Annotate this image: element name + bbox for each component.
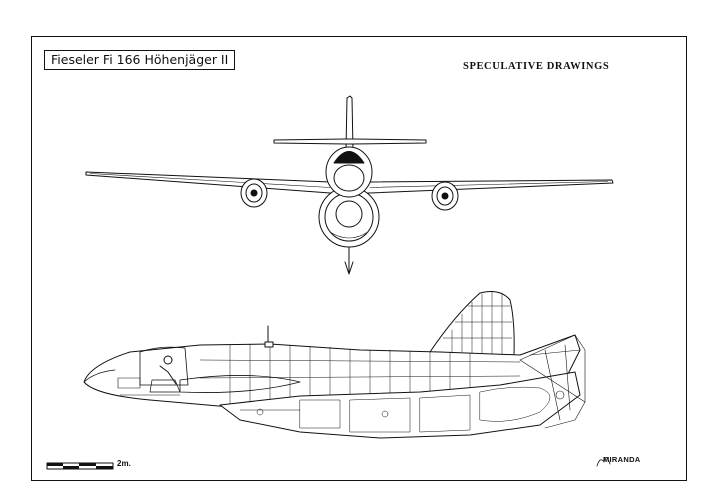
scale-bar: [46, 462, 114, 470]
scale-bar-label: 2m.: [117, 459, 131, 468]
front-view-tailplane: [273, 138, 427, 145]
side-view: [83, 290, 586, 439]
drawing-subtitle: SPECULATIVE DRAWINGS: [463, 61, 610, 72]
front-view-right-nacelle: [431, 181, 459, 211]
artist-signature: MIRANDA: [603, 455, 641, 464]
side-view-tail-truss: [519, 334, 586, 429]
signature-flourish: [596, 457, 611, 467]
drawing-frame: [31, 36, 687, 481]
front-view-canopy: [333, 151, 365, 164]
side-view-engine-pod: [219, 371, 581, 439]
drawing-title: Fieseler Fi 166 Höhenjäger II: [44, 50, 236, 70]
front-view-left-nacelle: [240, 178, 268, 208]
front-view: [85, 95, 614, 275]
side-view-wing-root: [179, 375, 301, 393]
